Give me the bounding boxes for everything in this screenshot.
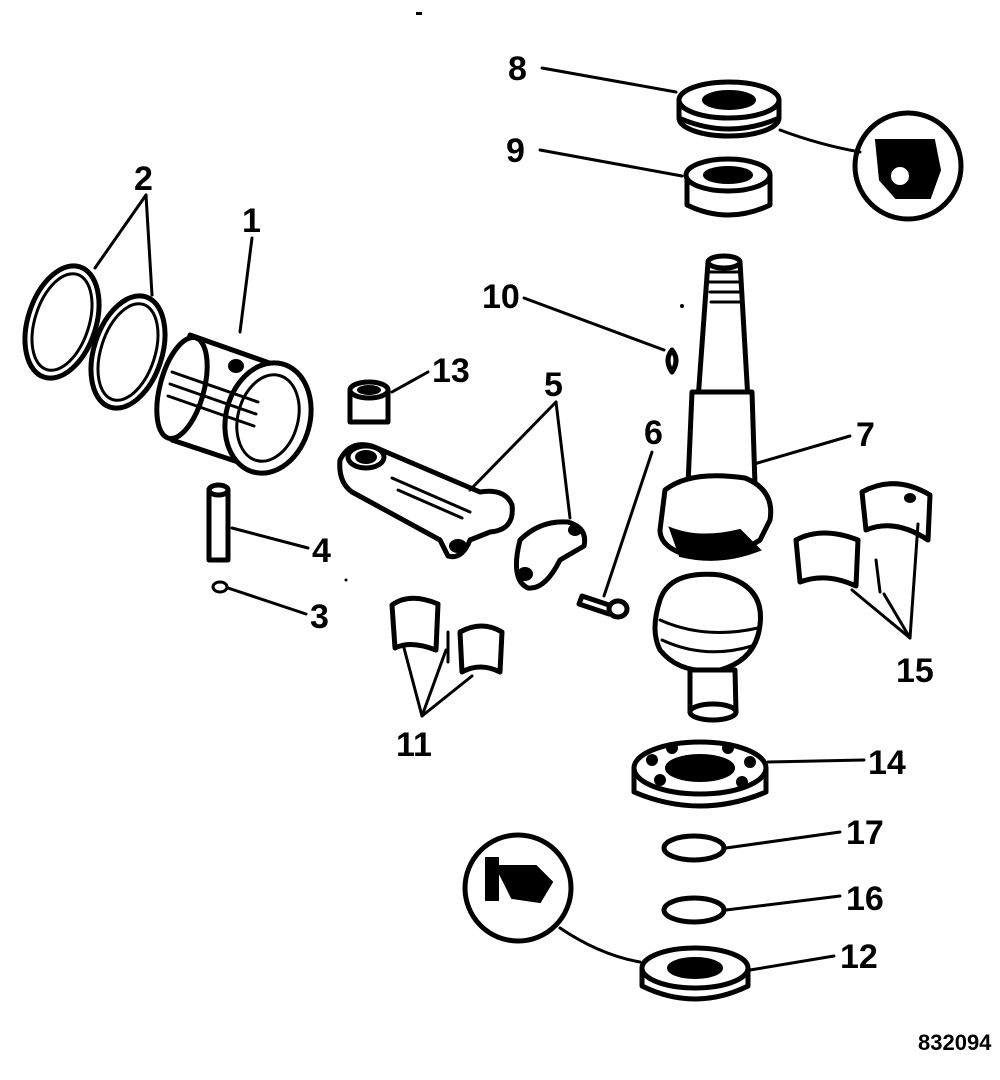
upper-bearing bbox=[683, 156, 773, 218]
callout-17: 17 bbox=[846, 814, 884, 852]
connecting-rod-cap bbox=[513, 519, 588, 591]
callout-13: 13 bbox=[432, 352, 470, 390]
rod-bearing-halves bbox=[389, 595, 505, 675]
rod-bolt bbox=[576, 593, 630, 620]
figure-id: 832094 bbox=[918, 1030, 992, 1055]
upper-seal bbox=[676, 79, 782, 139]
sealant-symbol-lower bbox=[462, 832, 642, 964]
callout-10: 10 bbox=[482, 278, 520, 316]
callout-6: 6 bbox=[644, 414, 663, 452]
crankshaft bbox=[652, 253, 774, 723]
callout-4: 4 bbox=[312, 532, 331, 570]
woodruff-key bbox=[665, 347, 679, 375]
leader-lines bbox=[93, 66, 920, 972]
callout-16: 16 bbox=[846, 880, 884, 918]
retaining-ring-17 bbox=[661, 833, 727, 863]
needle-bearing-small bbox=[347, 379, 391, 425]
lower-seal bbox=[639, 945, 751, 1002]
callout-5: 5 bbox=[544, 366, 563, 404]
sealant-symbol-upper bbox=[778, 110, 964, 222]
callout-14: 14 bbox=[868, 744, 906, 782]
retaining-ring-16 bbox=[661, 895, 727, 925]
callout-2: 2 bbox=[134, 160, 153, 198]
callout-12: 12 bbox=[840, 938, 878, 976]
wrist-pin bbox=[206, 482, 231, 563]
pin-retainer bbox=[211, 580, 229, 594]
connecting-rod bbox=[337, 442, 515, 560]
piston-rings bbox=[22, 263, 168, 411]
callout-3: 3 bbox=[310, 598, 329, 636]
callout-labels: 1 2 3 4 5 6 7 8 9 10 11 12 13 14 15 16 1… bbox=[134, 50, 934, 976]
scan-specks bbox=[344, 12, 684, 582]
piston bbox=[154, 332, 314, 476]
callout-15: 15 bbox=[896, 652, 934, 690]
callout-8: 8 bbox=[508, 50, 527, 88]
lower-ball-bearing bbox=[631, 739, 769, 809]
main-bearing-halves bbox=[793, 481, 933, 594]
callout-1: 1 bbox=[242, 202, 261, 240]
callout-11: 11 bbox=[396, 726, 432, 764]
callout-7: 7 bbox=[856, 416, 875, 454]
callout-9: 9 bbox=[506, 132, 525, 170]
